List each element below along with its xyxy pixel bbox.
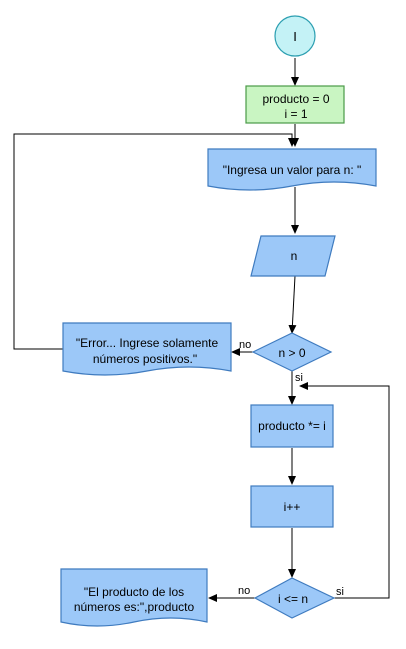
increment-process: i++	[250, 485, 334, 528]
mult-label: producto *= i	[258, 419, 326, 433]
result-output: "El producto de los números es:",product…	[60, 568, 208, 627]
edge-cond2-yes-loop-to-mult	[299, 382, 390, 599]
cond2-no-label: no	[238, 585, 250, 597]
result-line1: "El producto de los	[84, 585, 184, 599]
error-line2: números positivos."	[93, 352, 197, 366]
start-label: I	[293, 29, 297, 44]
condition-i-le-n: i <= n	[253, 577, 336, 619]
result-line2: números es:",producto	[74, 600, 195, 614]
input-node: n	[250, 235, 336, 277]
cond1-diamond	[251, 332, 333, 372]
multiply-process: producto *= i	[250, 404, 334, 448]
init-process: producto = 0 i = 1	[245, 85, 345, 124]
edge-input-to-cond1	[288, 275, 297, 334]
result-document-shape	[60, 568, 208, 627]
start-circle	[274, 15, 316, 57]
mult-box	[250, 404, 334, 448]
input-parallelogram	[250, 235, 336, 277]
init-line2: i = 1	[284, 107, 307, 121]
error-output: "Error... Ingrese solamente números posi…	[62, 322, 232, 376]
input-label: n	[291, 249, 298, 263]
error-document-shape	[62, 322, 232, 376]
inc-box	[250, 485, 334, 528]
prompt-document-shape	[207, 148, 377, 191]
prompt-output: "Ingresa un valor para n: "	[207, 148, 377, 191]
start-node: I	[274, 15, 316, 57]
cond1-yes-label: si	[295, 372, 303, 384]
error-line1: "Error... Ingrese solamente	[76, 336, 219, 350]
cond1-no-label: no	[239, 339, 251, 351]
condition-n-positive: n > 0	[251, 332, 333, 372]
init-line1: producto = 0	[262, 92, 329, 106]
inc-label: i++	[284, 500, 301, 514]
cond2-diamond	[253, 577, 336, 619]
connectors	[13, 58, 390, 602]
edge-error-loop-to-prompt	[13, 133, 296, 350]
init-box	[245, 85, 345, 124]
cond1-label: n > 0	[278, 346, 305, 360]
prompt-label: "Ingresa un valor para n: "	[223, 163, 362, 177]
cond2-label: i <= n	[278, 592, 308, 606]
cond2-yes-label: si	[336, 586, 344, 598]
